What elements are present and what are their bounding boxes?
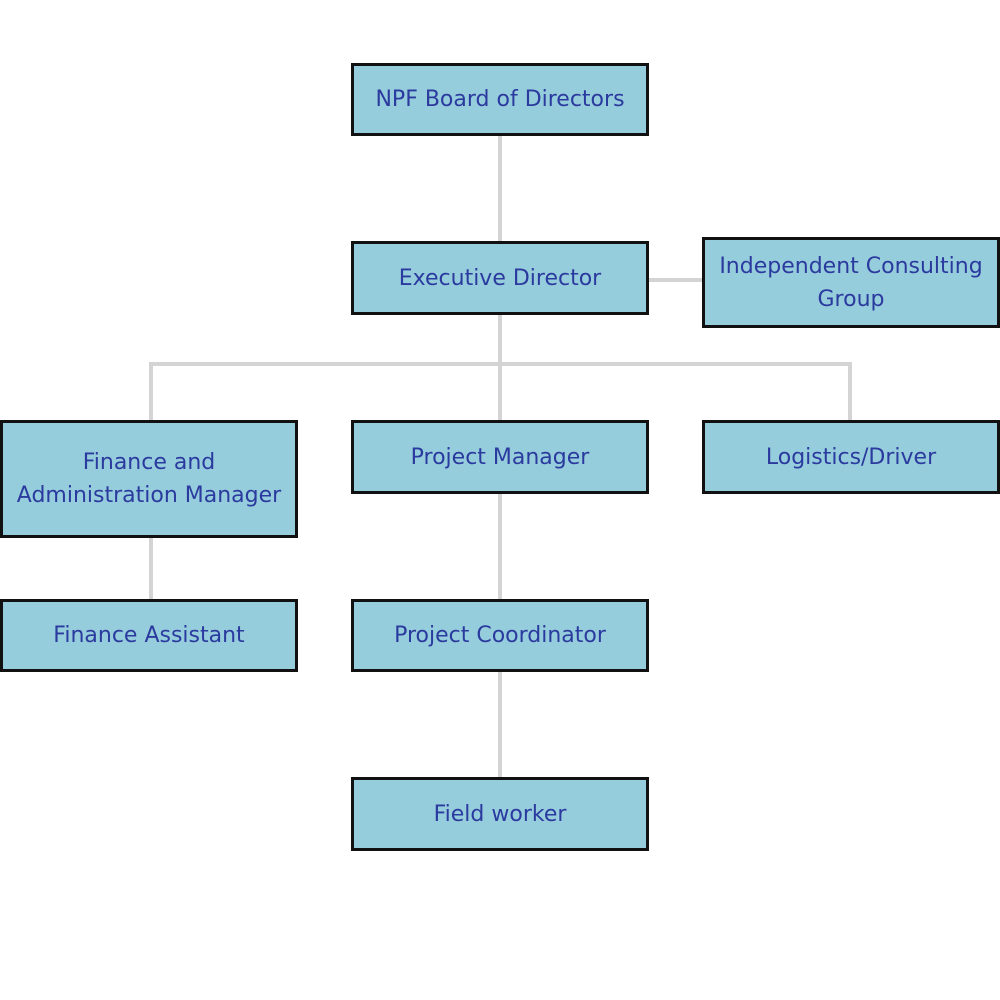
connector-pm-coordinator [498,494,502,599]
node-finance-admin-manager: Finance and Administration Manager [0,420,298,538]
node-executive-director: Executive Director [351,241,649,315]
connector-exec-consulting [649,278,702,282]
node-label: Field worker [433,801,567,827]
node-label: Finance Assistant [53,623,245,648]
connector-finance-assistant [149,538,153,599]
node-label: Project Coordinator [394,623,606,648]
node-label: Project Manager [410,444,590,470]
node-label: Finance and Administration Manager [16,450,282,508]
node-project-manager: Project Manager [351,420,649,494]
node-board-of-directors: NPF Board of Directors [351,63,649,136]
node-logistics-driver: Logistics/Driver [702,420,1000,494]
connector-branch-finance [149,362,153,420]
node-label: Logistics/Driver [765,444,937,470]
node-project-coordinator: Project Coordinator [351,599,649,672]
node-independent-consulting-group: Independent Consulting Group [702,237,1000,328]
node-finance-assistant: Finance Assistant [0,599,298,672]
connector-branch-logistics [848,362,852,420]
node-label: Independent Consulting Group [719,253,983,312]
connector-branch-bar [149,362,852,366]
node-label: NPF Board of Directors [375,87,625,112]
node-label: Executive Director [398,265,602,291]
connector-coordinator-field [498,672,502,777]
connector-board-exec [498,136,502,241]
node-field-worker: Field worker [351,777,649,851]
connector-exec-branch [498,315,502,420]
